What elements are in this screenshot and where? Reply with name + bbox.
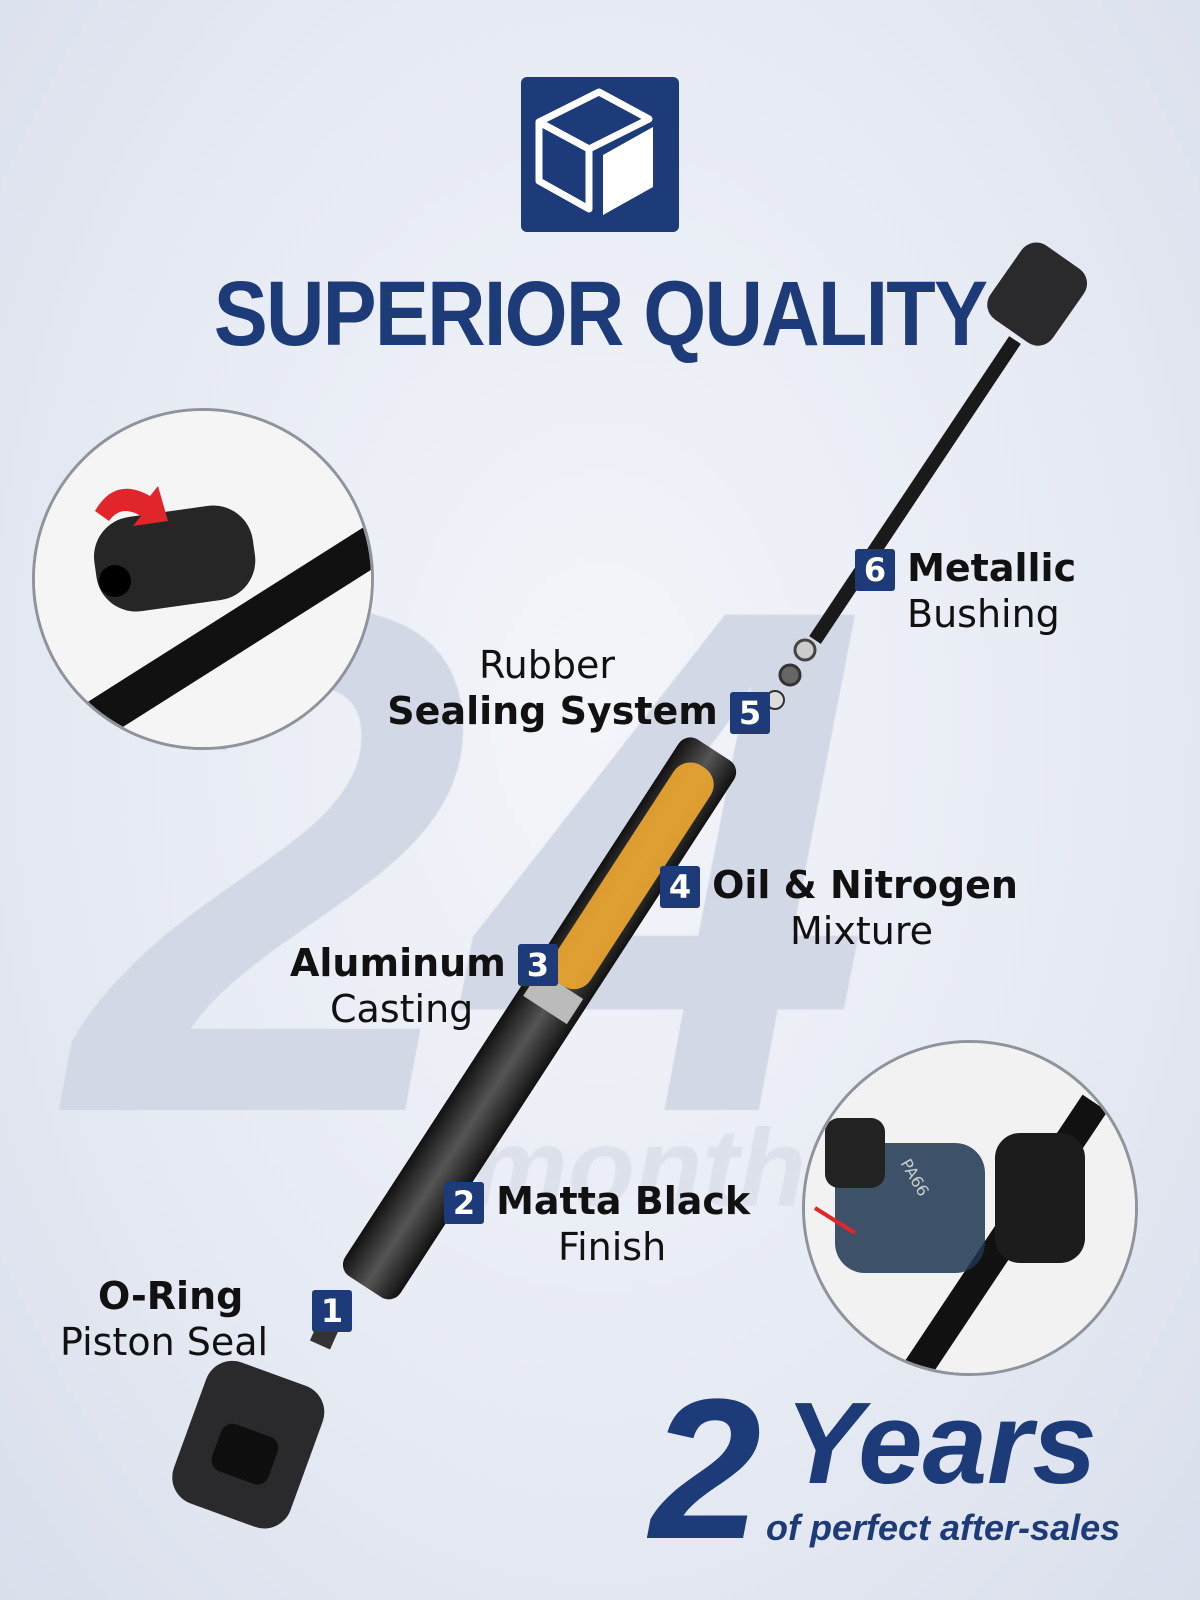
warranty-subtitle: of perfect after-sales [766, 1507, 1121, 1548]
lower-end-fitting [172, 1360, 325, 1529]
badge-4: 4 [660, 866, 700, 908]
badge-5: 5 [730, 692, 770, 734]
red-arrow-icon [95, 486, 168, 526]
end-cap-detail-image [32, 408, 374, 750]
warranty-unit: Years [785, 1378, 1097, 1508]
red-arrow-icon [813, 1206, 857, 1235]
cube-logo [521, 77, 679, 232]
fitting-detail-image: PA66 [802, 1040, 1138, 1376]
bushing-ring [793, 638, 817, 662]
feature-5: Rubber Sealing System 5 [330, 642, 770, 734]
piston-rod [809, 336, 1021, 644]
badge-6: 6 [855, 549, 895, 591]
oil-nitrogen-chamber [550, 762, 714, 990]
badge-1: 1 [312, 1290, 352, 1332]
badge-3: 3 [517, 944, 558, 986]
cube-icon [535, 88, 653, 215]
warranty-number: 2 [650, 1358, 762, 1581]
feature-3: Aluminum 3 Casting [290, 940, 558, 1032]
upper-end-fitting [987, 242, 1088, 346]
badge-2: 2 [444, 1182, 484, 1224]
page-title: SUPERIOR QUALITY [213, 263, 988, 365]
